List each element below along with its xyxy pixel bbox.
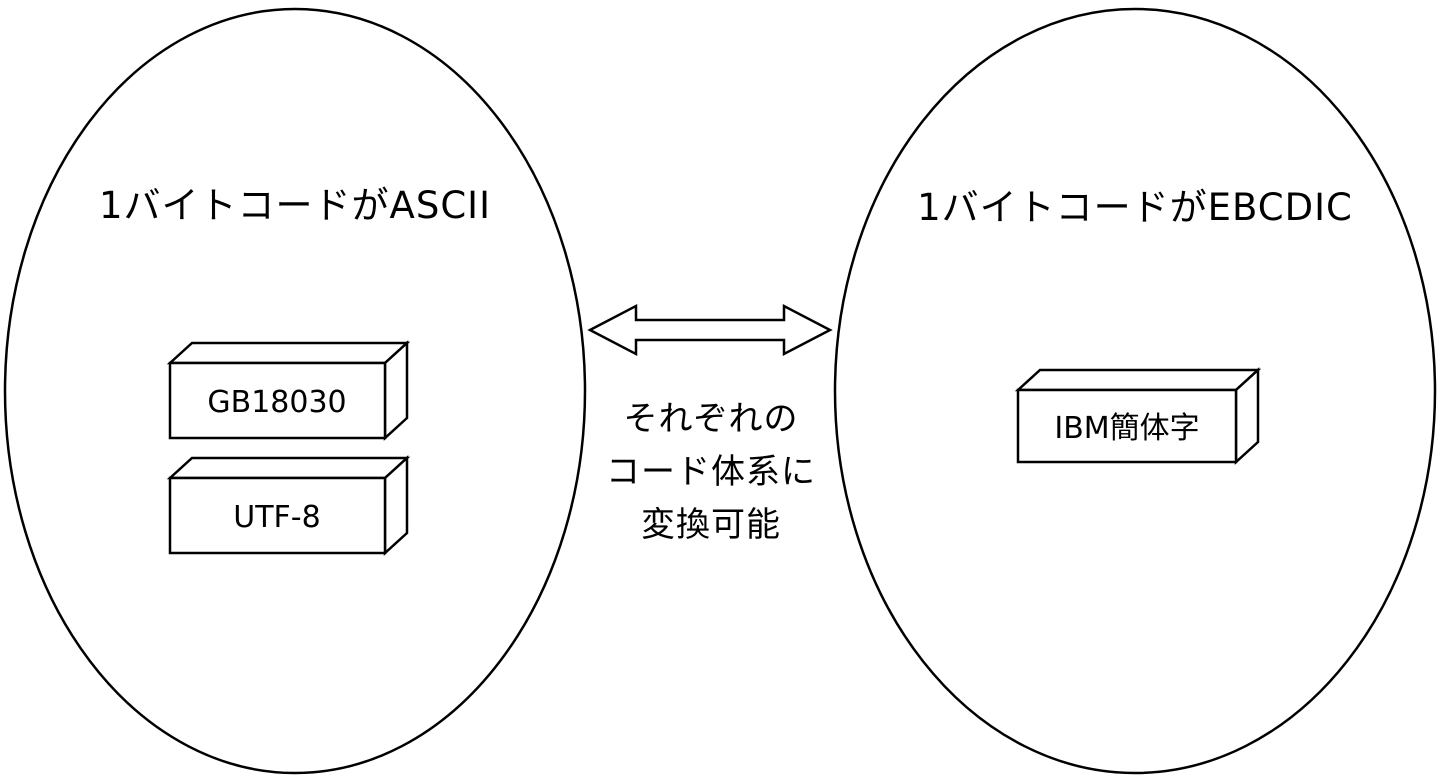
gb18030-box-front-face	[168, 361, 387, 440]
ibm-kantaiji-box: IBM簡体字	[1014, 367, 1262, 465]
ascii-group-label: 1バイトコードがASCII	[99, 184, 491, 227]
ibm-kantaiji-box-label: IBM簡体字	[1054, 411, 1199, 446]
ebcdic-group-label: 1バイトコードがEBCDIC	[917, 186, 1353, 229]
gb18030-box-top-face	[166, 341, 411, 365]
conversion-caption-line-3: 変換可能	[641, 505, 781, 545]
ibm-kantaiji-box-front-face	[1016, 388, 1238, 464]
conversion-caption-line-2: コード体系に	[606, 452, 816, 492]
conversion-caption-line-1: それぞれの	[624, 399, 799, 439]
utf8-box-label: UTF-8	[233, 500, 320, 535]
utf8-box-top-face	[166, 456, 411, 480]
gb18030-box-label: GB18030	[207, 385, 346, 420]
utf8-box: UTF-8	[166, 455, 411, 556]
gb18030-box: GB18030	[166, 340, 411, 441]
utf8-box-front-face	[168, 476, 387, 555]
ibm-kantaiji-box-top-face	[1014, 368, 1262, 392]
conversion-caption: それぞれの コード体系に 変換可能	[606, 399, 816, 545]
double-headed-arrow-icon	[587, 303, 833, 357]
